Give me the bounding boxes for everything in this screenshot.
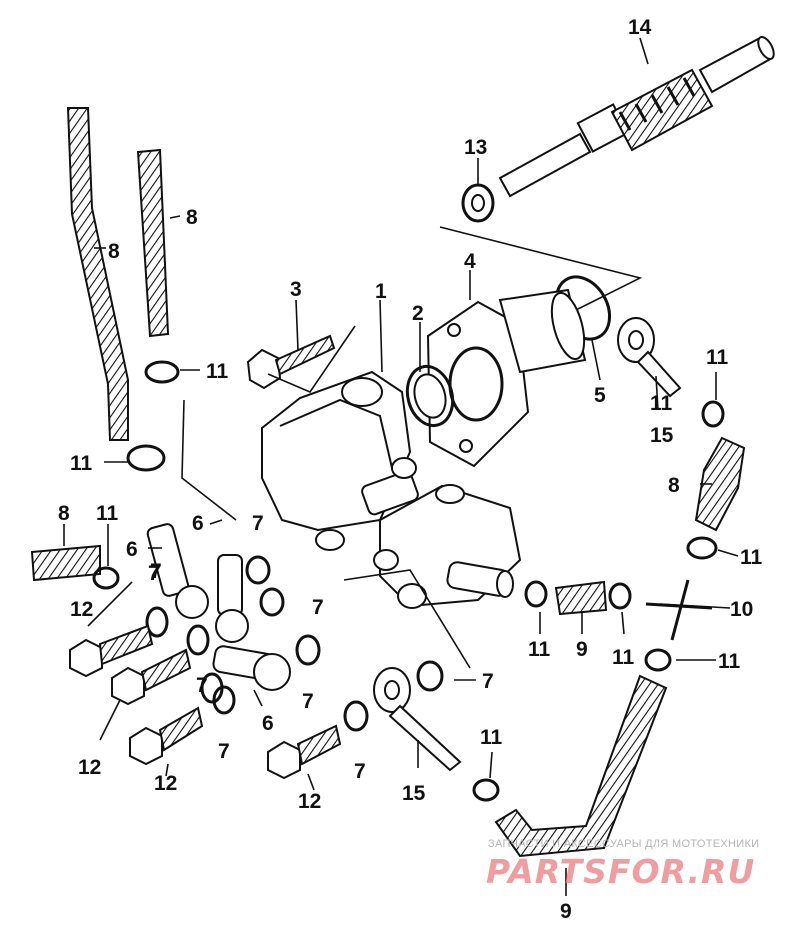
callout-label: 12: [298, 790, 321, 813]
callout-label: 11: [96, 502, 119, 525]
callout-leaders: [63, 37, 739, 896]
callout-label: 12: [154, 772, 177, 795]
callout-label: 1: [375, 280, 387, 303]
watermark-caption: ЗАПЧАСТИ И АКСЕССУАРЫ ДЛЯ МОТОТЕХНИКИ: [488, 838, 760, 850]
hose-long: [494, 674, 668, 858]
banjo-fitting-lower: [373, 667, 462, 772]
oil-tube-short: [136, 148, 170, 338]
callout-label: 6: [192, 512, 204, 535]
callout-label: 6: [262, 712, 274, 735]
callout-label: 8: [186, 206, 198, 229]
callout-label: 3: [290, 278, 302, 301]
union-bolts: [69, 624, 342, 780]
hose-clamps: [92, 360, 725, 802]
callout-label: 13: [464, 136, 487, 159]
callout-label: 4: [464, 250, 476, 273]
callout-label: 7: [218, 740, 230, 763]
callout-label: 10: [730, 598, 753, 621]
callout-label: 2: [412, 302, 424, 325]
callout-label: 7: [312, 596, 324, 619]
assembly-guide-line: [267, 325, 356, 393]
callout-label: 7: [302, 690, 314, 713]
housing-o-ring: [405, 364, 455, 428]
oil-pump-body: [261, 370, 419, 551]
oil-tube-stub: [30, 544, 101, 582]
t-joint: [645, 579, 713, 641]
callout-label: 11: [480, 726, 503, 749]
callout-label: 6: [126, 538, 138, 561]
callout-label: 12: [78, 756, 101, 779]
callout-label: 11: [206, 360, 229, 383]
oil-tube-right: [694, 436, 746, 532]
callout-labels: 1 2 3 4 5 6 6 6 7 7 7 7 7 7 7 7 7 8 8 8 …: [58, 16, 763, 923]
drive-gear-shaft: [498, 36, 775, 198]
assembly-guide-line: [439, 226, 643, 319]
callout-label: 11: [718, 650, 741, 673]
sealing-washers: [145, 555, 444, 732]
callout-label: 7: [482, 670, 494, 693]
callout-label: 11: [612, 646, 635, 669]
gear-housing: [426, 288, 587, 468]
oil-tube-long: [66, 107, 129, 441]
callout-label: 9: [560, 900, 572, 923]
union-fittings: [146, 523, 291, 691]
callout-label: 12: [70, 598, 93, 621]
callout-label: 15: [650, 424, 674, 447]
banjo-fitting-upper: [617, 317, 682, 398]
callout-label: 7: [148, 562, 160, 585]
hose-short: [554, 580, 608, 616]
callout-label: 5: [594, 384, 606, 407]
callout-label: 8: [108, 240, 120, 263]
callout-label: 11: [650, 392, 673, 415]
thrust-washer: [461, 183, 495, 223]
callout-label: 11: [706, 346, 729, 369]
watermark-logo: PARTSFOR.RU: [486, 852, 756, 891]
pump-cover-plate: [373, 484, 522, 609]
callout-label: 11: [740, 546, 763, 569]
callout-label: 11: [70, 452, 93, 475]
callout-label: 11: [528, 638, 551, 661]
callout-label: 15: [402, 782, 426, 805]
mounting-bolt: [246, 334, 336, 390]
callout-label: 8: [58, 502, 70, 525]
callout-label: 7: [196, 674, 208, 697]
callout-label: 7: [252, 512, 264, 535]
callout-label: 8: [668, 474, 680, 497]
callout-label: 14: [628, 16, 652, 39]
callout-label: 7: [150, 560, 162, 583]
callout-label: 9: [576, 638, 588, 661]
callout-label: 7: [354, 760, 366, 783]
